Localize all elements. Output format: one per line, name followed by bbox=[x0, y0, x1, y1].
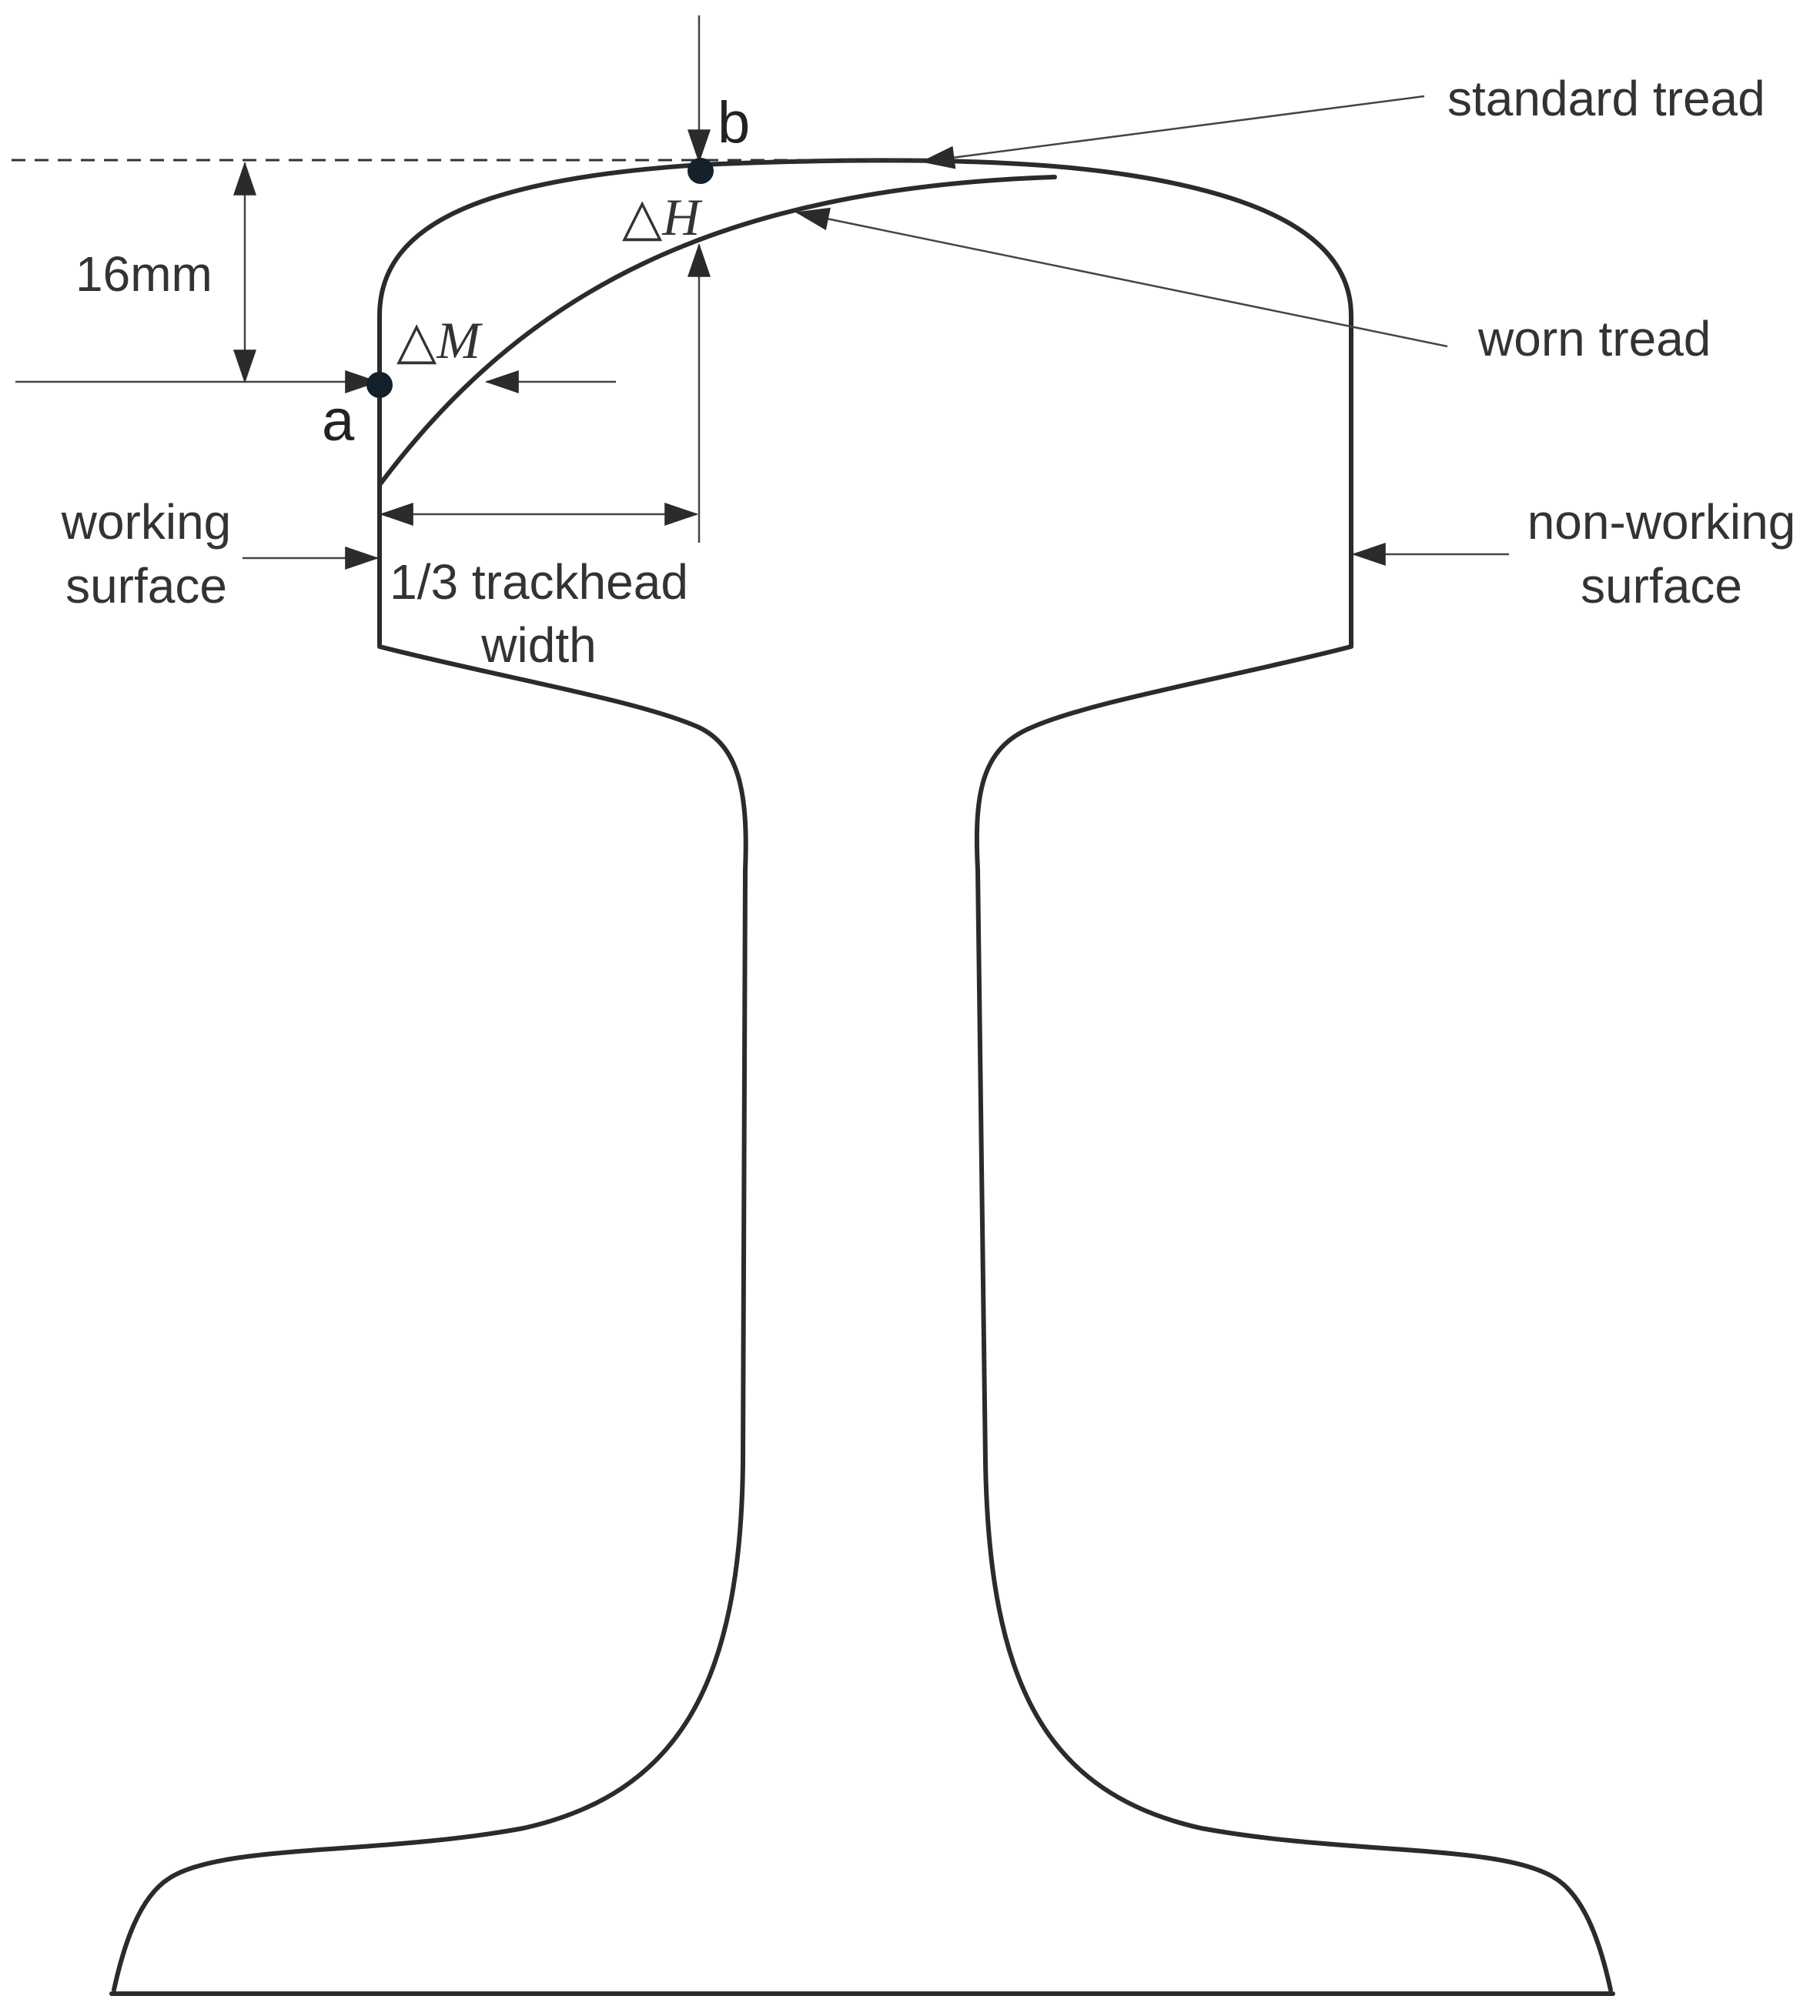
point-b-marker bbox=[688, 158, 714, 184]
standard-tread-leader bbox=[920, 95, 1425, 169]
standard-tread-label: standard tread bbox=[1447, 71, 1765, 126]
non-working-surface-label-line1: non-working bbox=[1527, 494, 1796, 550]
working-surface-label-line1: working bbox=[61, 494, 232, 550]
rail-profile-outline bbox=[112, 158, 1613, 1992]
trackhead-width-label-line1: 1/3 trackhead bbox=[390, 554, 688, 610]
non-working-surface-label-line2: surface bbox=[1581, 558, 1742, 613]
trackhead-width-label-line2: width bbox=[480, 617, 596, 673]
point-a-label: a bbox=[322, 388, 355, 453]
delta-h-label: △H bbox=[622, 188, 703, 246]
point-a-marker bbox=[366, 372, 393, 398]
worn-tread-curve bbox=[377, 175, 1057, 487]
delta-m-label: △M bbox=[396, 311, 483, 369]
worn-tread-label: worn tread bbox=[1477, 311, 1711, 366]
working-surface-label-line2: surface bbox=[65, 558, 227, 613]
point-b-label: b bbox=[718, 90, 750, 155]
worn-tread-leader bbox=[795, 207, 1448, 348]
sixteen-mm-label: 16mm bbox=[75, 246, 212, 302]
